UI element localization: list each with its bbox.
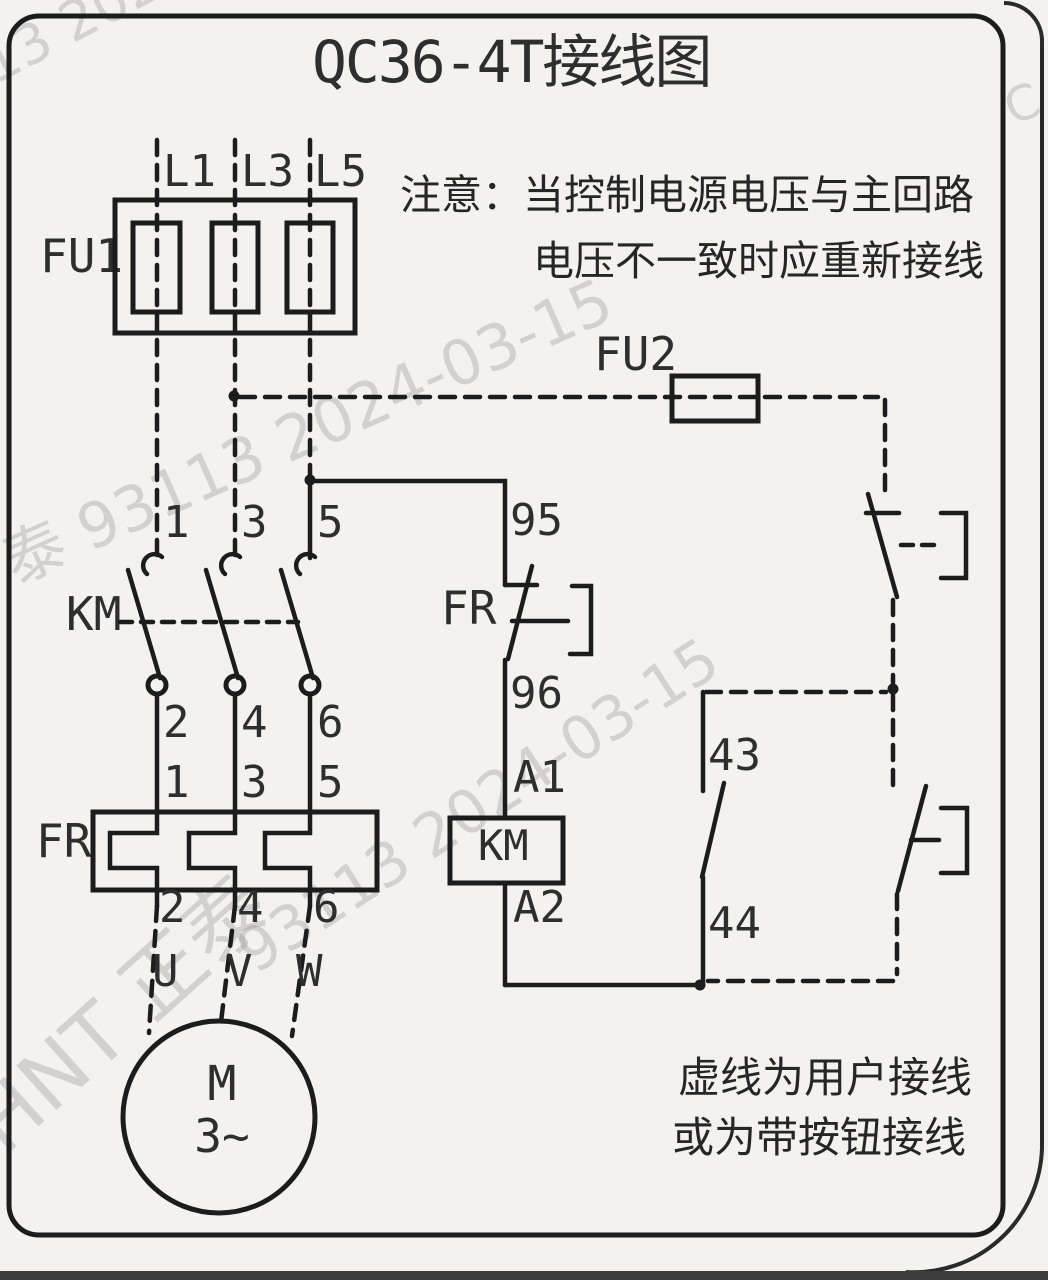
terminal-number: A2 [513, 882, 566, 933]
terminal-number: 6 [313, 882, 340, 933]
phase-label-l5: L5 [314, 146, 367, 197]
terminal-number: 2 [159, 882, 186, 933]
phase-label-l1: L1 [163, 146, 216, 197]
terminal-number: 95 [510, 495, 563, 546]
motor-terminal-label: V [226, 946, 253, 997]
motor-terminal-label: U [152, 946, 179, 997]
fuse-cartridge [130, 220, 183, 315]
card-edge [905, 1, 1044, 1275]
fuse-fu2-body [669, 373, 761, 424]
km-coil-label: KM [478, 821, 529, 870]
contactor-km-main-contacts: KM 1 3 5 2 4 6 1 3 5 [66, 497, 344, 815]
fuse-fu1-label: FU1 [40, 229, 123, 283]
note-text: 注意：当控制电源电压与主回路 电压不一致时应重新接线 [400, 171, 984, 285]
heater-element [107, 809, 160, 893]
stop-button [863, 491, 969, 600]
terminal-number: 1 [163, 757, 190, 808]
terminal-number: 44 [708, 898, 761, 949]
fuse-fu1-body [112, 197, 358, 336]
note-line-2: 电压不一致时应重新接线 [533, 237, 984, 285]
fuse-fu2-branch: FU2 [228, 327, 888, 500]
control-coil-branch: 95 FR 96 A1 KM A2 [304, 474, 706, 991]
thermal-relay-fr-label: FR [36, 814, 92, 868]
contact-blade [865, 491, 900, 600]
motor-lead-w [289, 903, 313, 1039]
footnote-text: 虚线为用户接线 或为带按钮接线 [672, 1053, 972, 1162]
trip-actuator-bracket [567, 583, 594, 657]
note-line-1: 注意：当控制电源电压与主回路 [400, 171, 974, 219]
terminal-number: 4 [237, 882, 264, 933]
heater-element [186, 809, 238, 893]
contact-terminal-circle [223, 673, 247, 697]
terminal-number: 3 [241, 497, 268, 548]
footnote-line-2: 或为带按钮接线 [672, 1113, 966, 1162]
terminal-number: 96 [510, 668, 563, 719]
aux-contact-43-44: 43 44 [699, 689, 889, 988]
junction-dot [228, 390, 240, 402]
bottom-bar [0, 1271, 1048, 1280]
contactor-km-label: KM [66, 587, 121, 641]
terminal-number: 4 [241, 697, 268, 748]
contact-fixed-hook [293, 551, 318, 577]
junction-dot [887, 683, 899, 695]
page-title: QC36-4T接线图 [312, 28, 710, 96]
terminal-number: 1 [163, 497, 190, 548]
fuse-fu2-label: FU2 [594, 327, 677, 381]
terminal-number: 5 [317, 497, 344, 548]
contact-terminal-circle [298, 673, 322, 697]
terminal-number: 2 [163, 697, 190, 748]
motor-circle [120, 1018, 318, 1216]
terminal-number: 43 [708, 730, 761, 781]
motor-m-label: M [208, 1056, 237, 1112]
fuse-fu1: FU1 [40, 197, 358, 336]
incoming-phase-lines: L1 L3 L5 [154, 137, 367, 561]
contact-blade [699, 780, 727, 880]
motor-lead-v [218, 903, 238, 1025]
diagram-frame [6, 13, 1006, 1238]
wire [307, 478, 508, 588]
heater-element [262, 809, 313, 893]
motor-terminal-label: W [296, 946, 323, 997]
push-actuator-bracket [938, 805, 970, 876]
fuse-cartridge [209, 220, 261, 315]
terminal-number: A1 [513, 752, 566, 803]
contact-fixed-hook [140, 551, 165, 577]
contact-blade [505, 563, 535, 662]
contact-terminal-circle [145, 673, 169, 697]
footnote-line-1: 虚线为用户接线 [678, 1053, 972, 1102]
terminal-number: 6 [317, 697, 344, 748]
push-actuator-bracket [938, 510, 969, 581]
motor-lead-u [146, 903, 160, 1036]
junction-dot [694, 979, 706, 991]
thermal-contact-fr-label: FR [441, 581, 497, 635]
terminal-number: 3 [241, 757, 268, 808]
motor-phase-label: 3~ [194, 1109, 249, 1163]
fuse-cartridge [284, 220, 336, 315]
thermal-relay-fr-main: FR 2 4 6 [36, 809, 380, 933]
motor-branch: U V W M 3~ [120, 903, 323, 1216]
contact-blade [203, 567, 241, 681]
terminal-number: 5 [317, 757, 344, 808]
contact-fixed-hook [218, 551, 243, 577]
phase-label-l3: L3 [241, 146, 294, 197]
start-button-branch [705, 597, 970, 984]
